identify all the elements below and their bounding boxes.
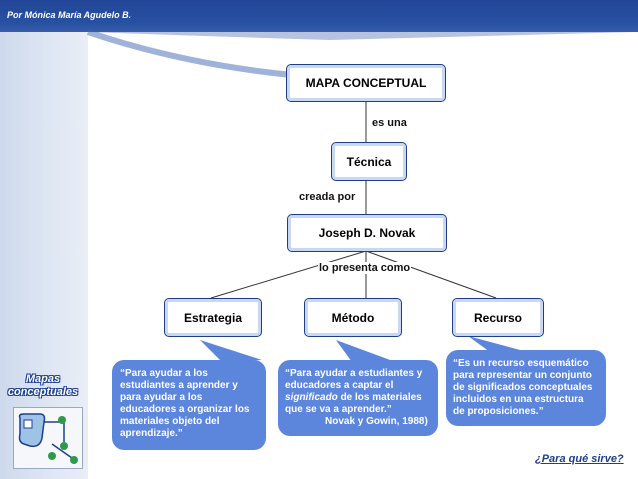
node-estrategia: Estrategia [164,298,262,337]
quote-recurso: “Es un recurso esquemático para represen… [453,358,592,418]
quote-estrategia: “Para ayudar a los estudiantes a aprende… [120,368,250,440]
emphasis-significado: significado [285,392,338,403]
node-tecnica-label: Técnica [347,155,392,169]
node-joseph-novak-label: Joseph D. Novak [319,226,416,240]
quote-metodo-line: educadores a captar el [285,380,428,392]
quote-estrategia-line: educadores a organizar los [120,404,250,416]
callout-metodo: “Para ayudar a estudiantes y educadores … [278,360,438,436]
callout-estrategia: “Para ayudar a los estudiantes a aprende… [112,360,266,450]
node-recurso-label: Recurso [474,311,522,325]
node-mapa-conceptual: MAPA CONCEPTUAL [286,64,446,102]
callout-recurso: “Es un recurso esquemático para represen… [446,350,606,426]
quote-estrategia-line: para ayudar a los [120,392,250,404]
node-metodo-label: Método [332,311,375,325]
quote-metodo-line: que se va a aprender.” [285,404,428,416]
node-tecnica: Técnica [331,142,407,181]
quote-estrategia-line: estudiantes a aprender y [120,380,250,392]
quote-recurso-line: de proposiciones.” [453,406,592,418]
node-joseph-novak: Joseph D. Novak [287,214,447,252]
quote-metodo-citation: Novak y Gowin, 1988) [285,416,428,428]
node-estrategia-label: Estrategia [184,311,242,325]
quote-recurso-line: de significados conceptuales [453,382,592,394]
quote-estrategia-line: “Para ayudar a los [120,368,250,380]
para-que-sirve-link[interactable]: ¿Para qué sirve? [535,453,624,465]
node-mapa-conceptual-label: MAPA CONCEPTUAL [306,76,427,90]
link-creada-por: creada por [299,191,355,203]
quote-estrategia-line: aprendizaje.” [120,428,250,440]
quote-metodo: “Para ayudar a estudiantes y educadores … [285,368,428,428]
quote-recurso-line: incluidos en una estructura [453,394,592,406]
node-recurso: Recurso [452,298,544,337]
quote-recurso-line: “Es un recurso esquemático [453,358,592,370]
link-lo-presenta-como: lo presenta como [318,262,411,274]
quote-metodo-line: “Para ayudar a estudiantes y [285,368,428,380]
link-es-una: es una [372,117,407,129]
quote-metodo-line: significado de los materiales [285,392,428,404]
quote-recurso-line: para representar un conjunto [453,370,592,382]
quote-estrategia-line: materiales objeto del [120,416,250,428]
node-metodo: Método [304,298,402,337]
